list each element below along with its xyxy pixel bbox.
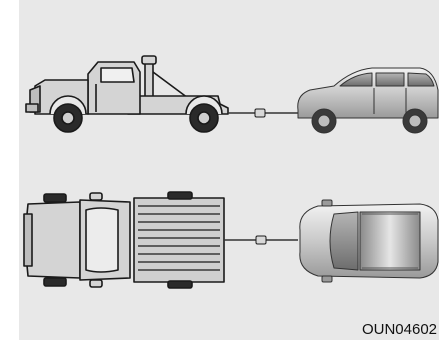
tow-truck-side-icon [26,56,228,132]
tow-strap-side [228,109,298,117]
tow-truck-top-icon [24,192,224,288]
car-top-icon [300,200,438,282]
car-side-icon [298,68,438,133]
figure-code: OUN04602 [362,321,437,338]
tow-dolly-icon [224,236,298,244]
